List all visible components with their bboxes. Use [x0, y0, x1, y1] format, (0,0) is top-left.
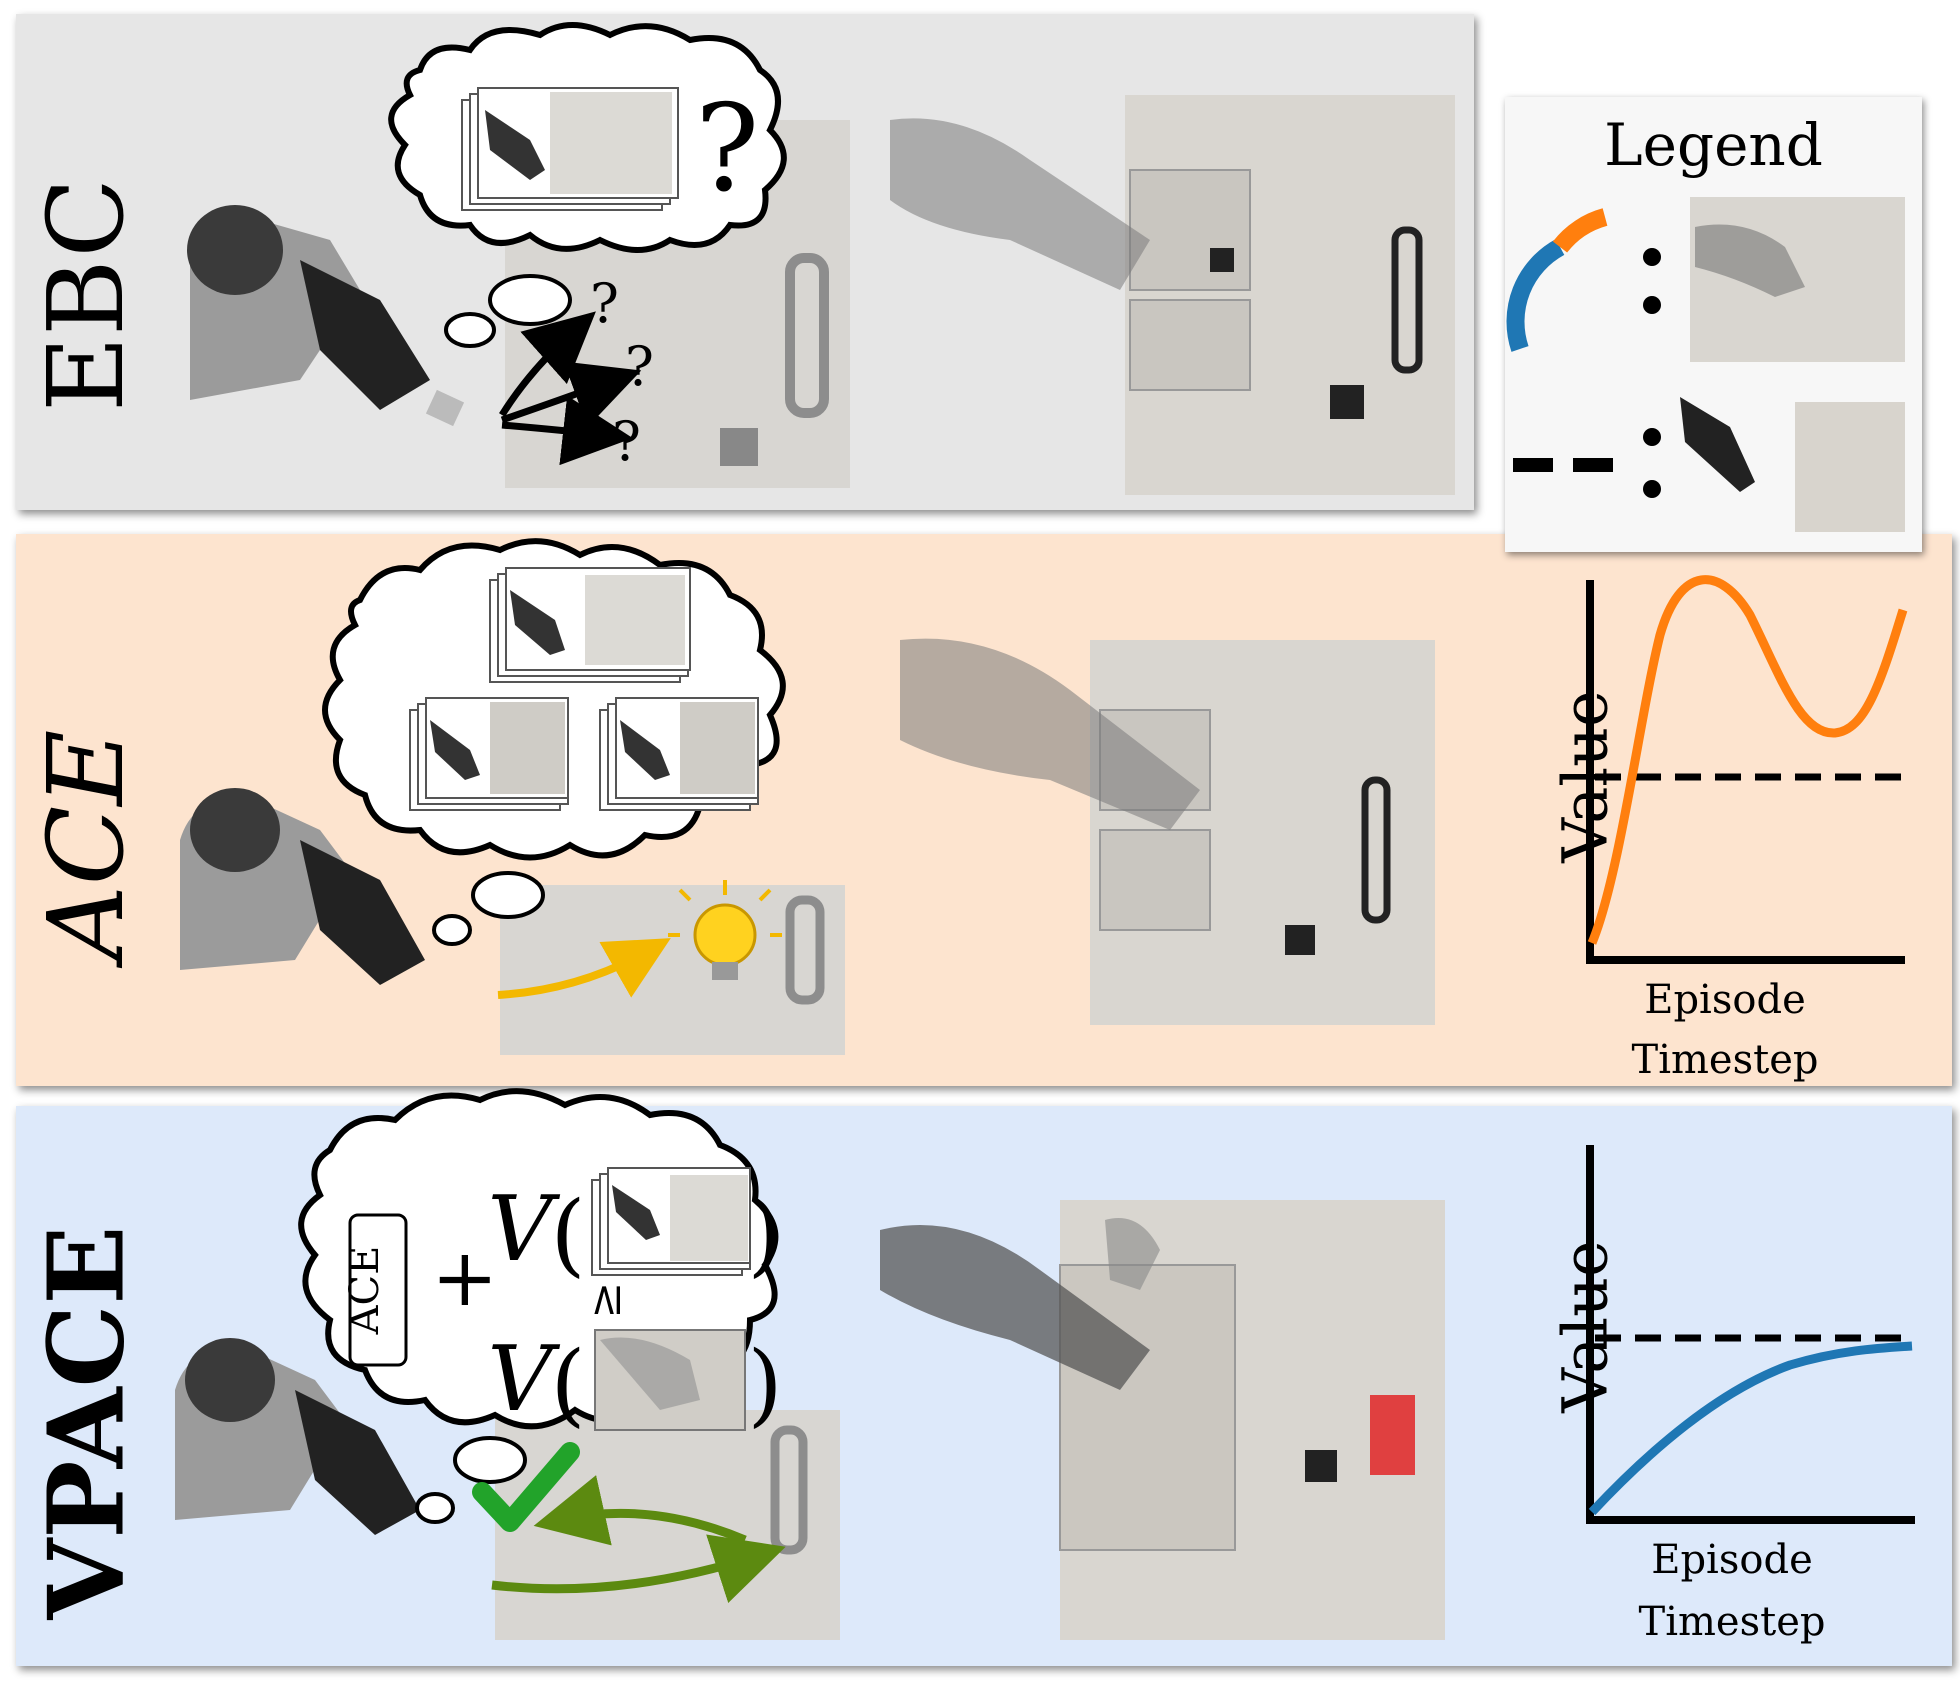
cabinet-handle [785, 895, 825, 1005]
action-arrow [499, 311, 596, 417]
vpace-xlabel-line1: Episode [1651, 1537, 1813, 1583]
vpace-rollout-photo [880, 1200, 1445, 1640]
vpace-equation: ACE + V ( ) ≥ V ( ) [342, 1177, 783, 1437]
action-arrow [500, 361, 642, 428]
green-arrow-forward [491, 1534, 786, 1604]
frames-stack-right [599, 697, 759, 811]
v-symbol: V [488, 1177, 561, 1282]
vpace-value-curve [1588, 1341, 1913, 1516]
big-question-mark: ? [695, 80, 760, 219]
ace-rollout-photo [900, 638, 1435, 1025]
vpace-xlabel-line2: Timestep [1638, 1599, 1826, 1645]
vpace-scene: ACE + V ( ) ≥ V ( ) [175, 1088, 1445, 1640]
green-arrow-back [533, 1475, 747, 1546]
ace-value-plot [1586, 575, 1908, 964]
robot-arm-icon [180, 788, 425, 985]
close-paren: ) [747, 1332, 782, 1437]
ace-xlabel-line2: Timestep [1631, 1037, 1819, 1083]
plus-sign: + [416, 1246, 509, 1313]
close-paren: ) [747, 1182, 782, 1287]
fiducial-marker [720, 428, 758, 466]
v-frames-rollout [594, 1329, 746, 1431]
legend-colon-dot [1643, 248, 1661, 266]
legend-colon-dot [1643, 296, 1661, 314]
open-paren: ( [550, 1332, 585, 1437]
legend-arc-orange [1552, 208, 1608, 253]
action-arrow [501, 395, 633, 466]
lightbulb-icon [668, 880, 782, 980]
legend-box: Legend [1505, 97, 1922, 552]
legend-colon-dot [1643, 480, 1661, 498]
open-paren: ( [550, 1182, 585, 1287]
robot-arm-icon [187, 205, 465, 427]
ace-scene [180, 538, 1435, 1055]
ge-symbol: ≥ [580, 1282, 631, 1319]
ebc-rollout-photo [890, 95, 1455, 495]
small-question-mark: ? [590, 272, 619, 335]
ace-xlabel-line1: Episode [1644, 977, 1806, 1023]
thought-dot-medium [471, 871, 545, 919]
v-symbol: V [488, 1327, 561, 1432]
ace-box-text: ACE [342, 1246, 388, 1336]
legend-graphic [1506, 197, 1910, 537]
cabinet-handle [770, 1425, 808, 1555]
thought-dot-medium [488, 274, 572, 326]
legend-arc-blue [1506, 239, 1565, 352]
robot-arm-icon [175, 1338, 420, 1535]
thought-dot-small [415, 1492, 455, 1524]
vpace-value-plot [1586, 1145, 1915, 1524]
legend-title: Legend [1604, 111, 1823, 179]
legend-colon-dot [1643, 428, 1661, 446]
v-frames-expert [591, 1167, 751, 1276]
frames-stack-left [409, 697, 569, 811]
vpace-cabinet-photo [495, 1410, 840, 1640]
thought-dot-medium [453, 1436, 527, 1484]
small-question-mark: ? [625, 335, 654, 398]
ace-box [348, 1213, 408, 1367]
ace-value-curve [1587, 575, 1908, 945]
vpace-ylabel: Value [1548, 1240, 1622, 1413]
yellow-arrow [497, 938, 671, 999]
thought-dot-small [432, 914, 472, 946]
ebc-scene [187, 22, 1455, 495]
cabinet-handle [785, 253, 829, 418]
expert-frames-stack [461, 87, 679, 211]
ace-ylabel: Value [1548, 690, 1622, 863]
frames-stack-top [489, 567, 691, 683]
thought-dot-small [444, 312, 496, 348]
small-question-mark: ? [612, 410, 641, 473]
